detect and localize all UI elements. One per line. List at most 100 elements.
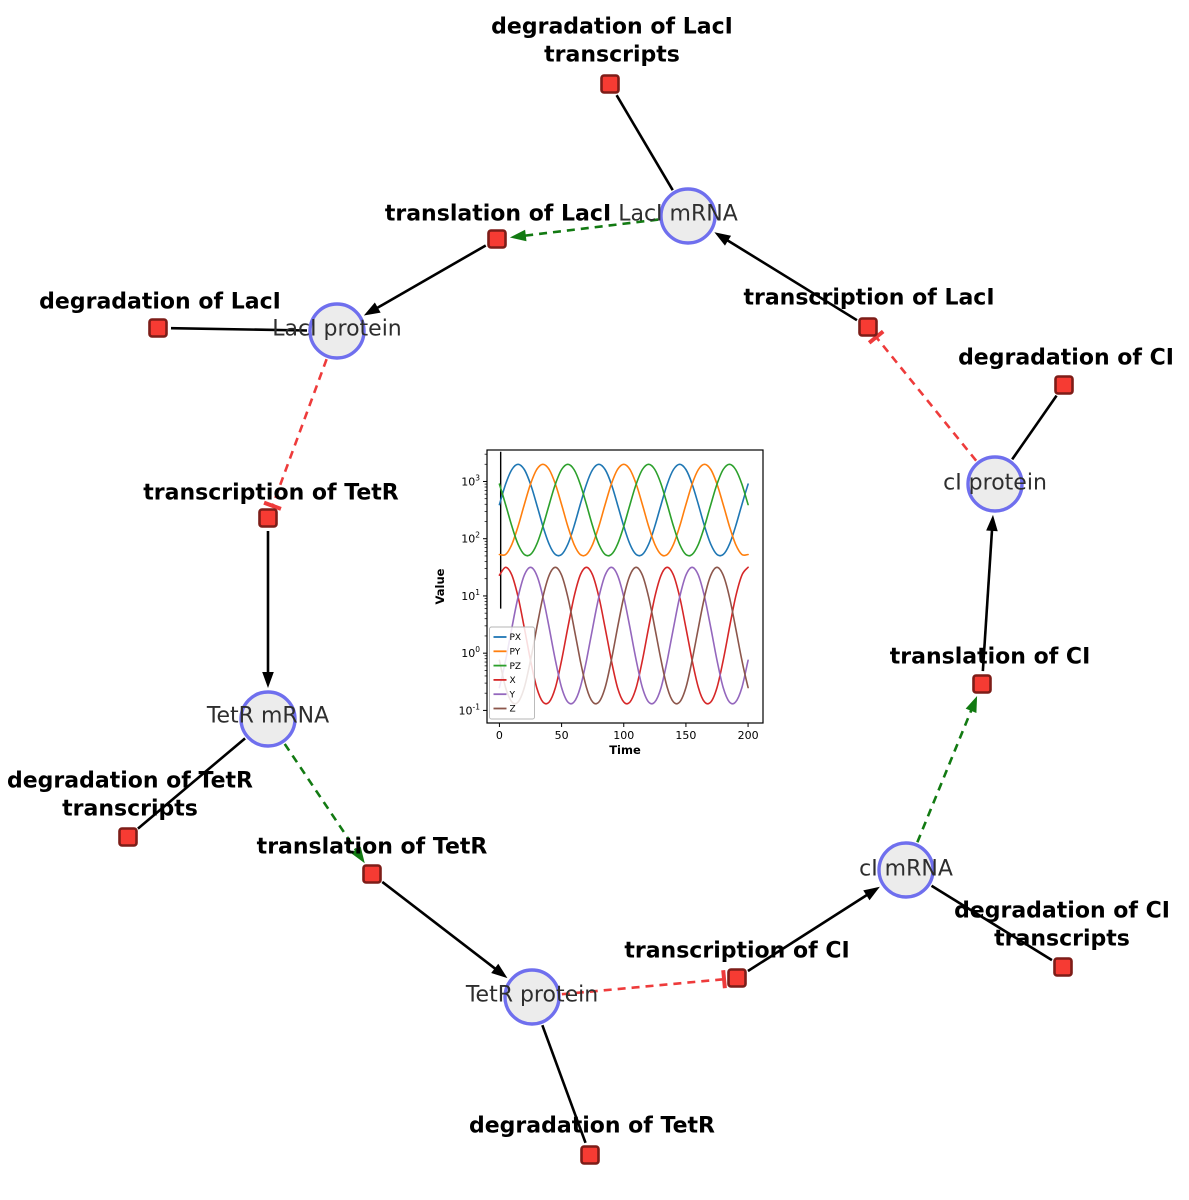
reaction-label-transl_CI: translation of CI <box>890 645 1091 670</box>
edge-line <box>381 880 498 971</box>
series-line-PZ <box>498 463 749 557</box>
arrowhead-icon <box>986 514 998 532</box>
edge-TetR_mRNA-to-transl_TetR <box>283 743 365 864</box>
species-circle[interactable] <box>966 455 1024 513</box>
species-label-TetR_protein: TetR protein <box>465 983 598 1008</box>
reaction-node-transc_CI[interactable] <box>727 968 747 988</box>
edge-transl_LacI-to-LacI_protein <box>363 244 487 316</box>
edge-line <box>875 336 978 462</box>
reaction-label-deg_TetR_tx: transcripts <box>62 797 198 822</box>
edge-line <box>916 708 973 843</box>
reaction-label-deg_CI_tx: transcripts <box>994 927 1130 952</box>
edge-line <box>137 737 246 830</box>
reaction-square[interactable] <box>148 318 168 338</box>
reaction-label-transc_CI: transcription of CI <box>624 939 849 964</box>
reaction-square[interactable] <box>600 74 620 94</box>
reaction-node-deg_TetR_tx[interactable] <box>118 827 138 847</box>
edge-transc_LacI-to-LacI_mRNA <box>714 232 858 322</box>
reaction-node-deg_CI_tx[interactable] <box>1053 957 1073 977</box>
arrowhead-icon <box>509 229 527 242</box>
reaction-node-transl_CI[interactable] <box>972 674 992 694</box>
x-tick-label: 100 <box>613 729 634 742</box>
edge-transl_TetR-to-TetR_protein <box>381 880 508 979</box>
nodes-layer <box>118 74 1074 1165</box>
species-node-TetR_mRNA[interactable] <box>239 690 297 748</box>
reaction-square[interactable] <box>727 968 747 988</box>
reaction-square[interactable] <box>580 1145 600 1165</box>
edge-LacI_mRNA-to-deg_LacI_tx <box>615 94 674 191</box>
y-tick-label: 101 <box>461 588 480 603</box>
arrowhead-icon <box>714 232 732 246</box>
species-node-cI_protein[interactable] <box>966 455 1024 513</box>
reaction-square[interactable] <box>258 508 278 528</box>
edge-transc_CI-to-cI_mRNA <box>747 886 880 973</box>
species-circle[interactable] <box>308 302 366 360</box>
reaction-label-deg_CI_tx: degradation of CI <box>954 899 1170 924</box>
reaction-square[interactable] <box>487 229 507 249</box>
arrowhead-icon <box>262 672 274 688</box>
y-tick-label: 10-1 <box>459 702 481 717</box>
legend-label-Y: Y <box>509 690 516 700</box>
inhibition-tbar-icon <box>867 329 885 345</box>
edge-line <box>271 358 328 507</box>
edge-transc_TetR-to-TetR_mRNA <box>262 531 274 688</box>
series-line-Z <box>498 566 749 705</box>
edge-line <box>930 884 1053 962</box>
reaction-node-deg_CI[interactable] <box>1054 375 1074 395</box>
reaction-node-transc_TetR[interactable] <box>258 508 278 528</box>
edge-cI_protein-to-transc_LacI <box>867 329 978 462</box>
edge-line <box>283 743 359 853</box>
reaction-square[interactable] <box>1053 957 1073 977</box>
edge-line <box>725 238 858 322</box>
edge-line <box>523 218 659 238</box>
species-node-LacI_mRNA[interactable] <box>659 187 717 245</box>
edge-line <box>375 244 487 310</box>
reaction-square[interactable] <box>972 674 992 694</box>
species-node-cI_mRNA[interactable] <box>877 841 935 899</box>
y-tick-label: 103 <box>461 473 480 488</box>
arrowhead-icon <box>363 302 381 316</box>
inhibition-tbar-icon <box>263 500 282 511</box>
species-label-cI_protein: cI protein <box>943 471 1047 496</box>
reaction-square[interactable] <box>362 864 382 884</box>
species-label-TetR_mRNA: TetR mRNA <box>206 704 329 729</box>
reaction-square[interactable] <box>858 317 878 337</box>
reaction-node-deg_LacI_tx[interactable] <box>600 74 620 94</box>
edge-LacI_protein-to-transc_TetR <box>263 358 328 511</box>
y-tick-label: 100 <box>461 645 480 660</box>
species-node-LacI_protein[interactable] <box>308 302 366 360</box>
species-label-cI_mRNA: cI mRNA <box>859 857 953 882</box>
reaction-square[interactable] <box>1054 375 1074 395</box>
reaction-node-deg_TetR[interactable] <box>580 1145 600 1165</box>
species-circle[interactable] <box>503 968 561 1026</box>
arrowhead-icon <box>965 696 978 714</box>
edge-cI_protein-to-deg_CI <box>1011 394 1058 461</box>
reaction-node-deg_LacI[interactable] <box>148 318 168 338</box>
arrowhead-icon <box>863 886 880 901</box>
x-tick-label: 200 <box>738 729 759 742</box>
species-node-TetR_protein[interactable] <box>503 968 561 1026</box>
reaction-label-deg_CI: degradation of CI <box>958 346 1174 371</box>
edge-TetR_protein-to-deg_TetR <box>541 1024 587 1144</box>
edge-line <box>170 326 308 332</box>
species-circle[interactable] <box>877 841 935 899</box>
reaction-node-transl_LacI[interactable] <box>487 229 507 249</box>
edge-TetR_protein-to-transc_CI <box>561 970 727 996</box>
series-line-X <box>498 566 749 705</box>
x-tick-label: 50 <box>555 729 569 742</box>
reaction-label-deg_LacI_tx: degradation of LacI <box>491 15 733 40</box>
species-circle[interactable] <box>659 187 717 245</box>
reaction-square[interactable] <box>118 827 138 847</box>
reaction-label-transl_LacI: translation of LacI <box>385 202 611 227</box>
arrowhead-icon <box>491 963 508 979</box>
species-circle[interactable] <box>239 690 297 748</box>
arrowhead-icon <box>351 846 365 864</box>
reaction-node-transc_LacI[interactable] <box>858 317 878 337</box>
edge-line <box>615 94 674 191</box>
reaction-node-transl_TetR[interactable] <box>362 864 382 884</box>
edge-TetR_mRNA-to-deg_TetR_tx <box>137 737 246 830</box>
